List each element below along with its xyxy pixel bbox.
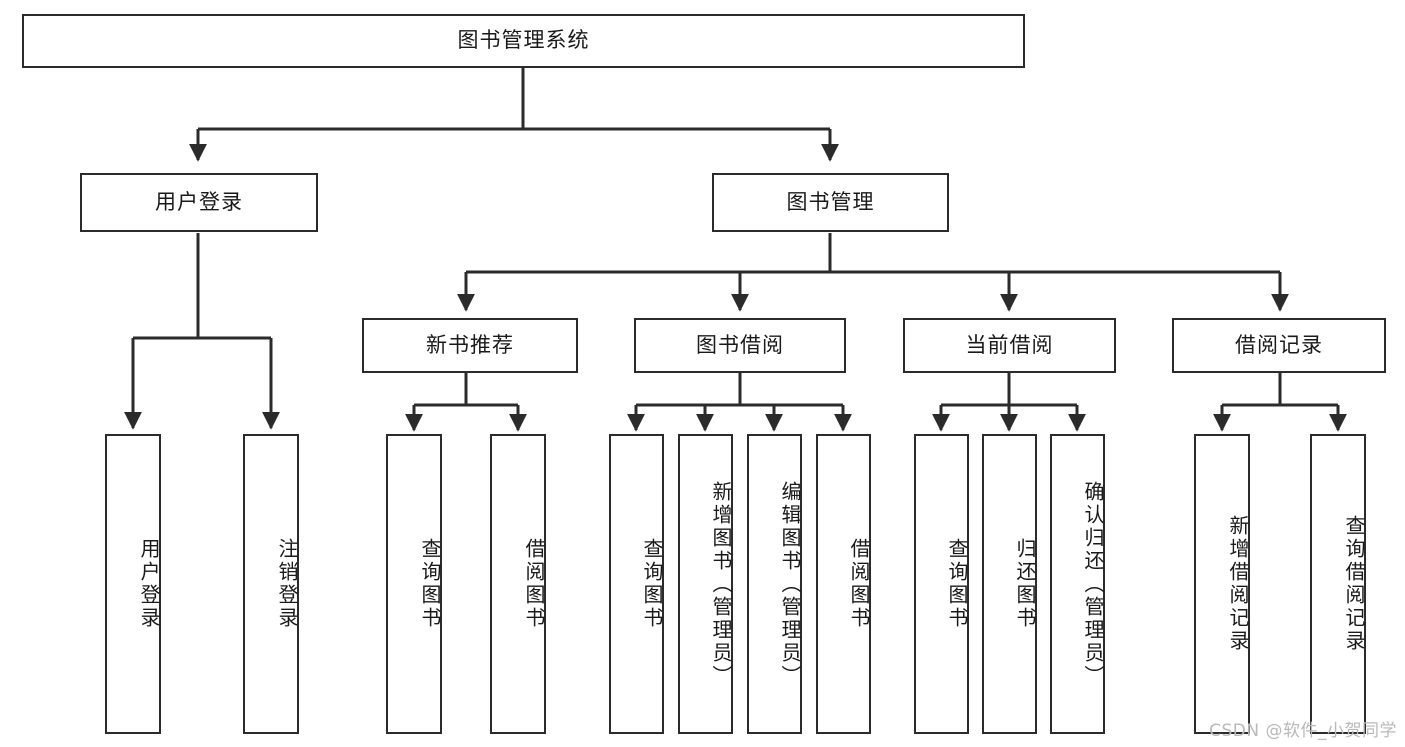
leaf-borrow-borrow-book[interactable]: 借阅图书 (816, 434, 871, 734)
node-user-login[interactable]: 用户登录 (80, 173, 318, 232)
leaf-record-add-label: 新增借阅记录 (1226, 515, 1250, 653)
node-new-book-recommend-label: 新书推荐 (426, 332, 514, 357)
node-new-book-recommend[interactable]: 新书推荐 (362, 318, 578, 373)
node-root[interactable]: 图书管理系统 (22, 14, 1025, 68)
node-current-borrow[interactable]: 当前借阅 (903, 318, 1116, 373)
leaf-user-login-signin-label: 用户登录 (137, 538, 161, 630)
leaf-record-query-label: 查询借阅记录 (1342, 515, 1366, 653)
leaf-new-book-borrow[interactable]: 借阅图书 (490, 434, 546, 734)
leaf-record-query[interactable]: 查询借阅记录 (1310, 434, 1366, 734)
node-book-borrow-label: 图书借阅 (696, 332, 784, 357)
leaf-current-return-book[interactable]: 归还图书 (982, 434, 1037, 734)
node-book-management-label: 图书管理 (786, 189, 875, 214)
node-book-borrow[interactable]: 图书借阅 (634, 318, 846, 373)
node-borrow-record[interactable]: 借阅记录 (1172, 318, 1386, 373)
csdn-watermark: CSDN @软件_小贺同学 (1209, 721, 1397, 741)
leaf-new-book-query[interactable]: 查询图书 (386, 434, 442, 734)
leaf-new-book-query-label: 查询图书 (418, 538, 442, 630)
node-borrow-record-label: 借阅记录 (1235, 332, 1323, 357)
node-current-borrow-label: 当前借阅 (965, 332, 1054, 357)
leaf-user-login-signin[interactable]: 用户登录 (105, 434, 161, 734)
leaf-current-confirm-return[interactable]: 确认归还（管理员） (1050, 434, 1105, 734)
leaf-current-query-book[interactable]: 查询图书 (914, 434, 969, 734)
leaf-borrow-edit-book[interactable]: 编辑图书（管理员） (747, 434, 802, 734)
leaf-borrow-add-book[interactable]: 新增图书（管理员） (678, 434, 733, 734)
leaf-current-confirm-return-label: 确认归还（管理员） (1081, 480, 1105, 688)
node-user-login-label: 用户登录 (155, 189, 243, 214)
leaf-record-add[interactable]: 新增借阅记录 (1194, 434, 1250, 734)
node-book-management[interactable]: 图书管理 (712, 173, 949, 232)
node-root-label: 图书管理系统 (457, 28, 590, 53)
leaf-borrow-edit-book-label: 编辑图书（管理员） (778, 480, 802, 688)
leaf-user-login-signout[interactable]: 注销登录 (243, 434, 299, 734)
leaf-current-return-book-label: 归还图书 (1013, 538, 1037, 630)
leaf-user-login-signout-label: 注销登录 (275, 538, 299, 630)
leaf-borrow-borrow-book-label: 借阅图书 (847, 538, 871, 630)
leaf-borrow-add-book-label: 新增图书（管理员） (709, 480, 733, 688)
leaf-borrow-query-book[interactable]: 查询图书 (609, 434, 664, 734)
leaf-current-query-book-label: 查询图书 (945, 538, 969, 630)
leaf-new-book-borrow-label: 借阅图书 (522, 538, 546, 630)
leaf-borrow-query-book-label: 查询图书 (640, 538, 664, 630)
